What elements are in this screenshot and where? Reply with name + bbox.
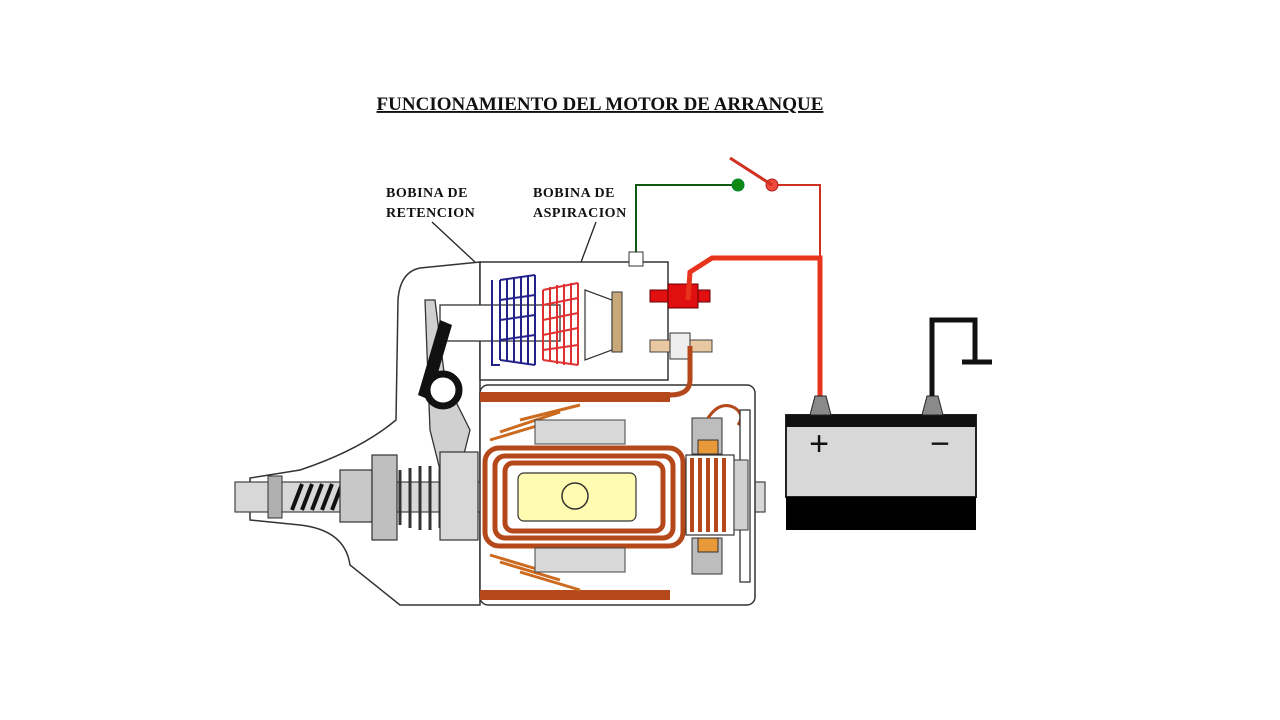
pull-in-coil-label: BOBINA DE ASPIRACION <box>533 186 627 221</box>
battery-base <box>786 497 976 530</box>
clutch-collar <box>439 451 479 541</box>
holding-coil <box>491 274 536 366</box>
end-bearing <box>733 459 749 531</box>
pull-in-coil-label-line2: ASPIRACION <box>533 206 627 221</box>
ignition-switch-blade[interactable] <box>729 156 773 187</box>
battery-body <box>785 414 977 498</box>
holding-coil-label: BOBINA DE RETENCION <box>386 186 475 221</box>
pole-shoe-bottom <box>534 547 626 573</box>
battery-cable <box>685 255 823 400</box>
brush-bottom <box>697 537 719 553</box>
commutator-bars <box>690 458 726 532</box>
battery-negative-sign: − <box>930 425 950 463</box>
field-winding <box>482 445 686 549</box>
battery-top-band <box>786 415 976 427</box>
solenoid-contact-cone <box>584 289 613 361</box>
battery-terminal <box>649 283 711 309</box>
pull-in-coil-label-line1: BOBINA DE <box>533 186 615 201</box>
drive-end-housing <box>249 261 481 606</box>
battery: + − <box>785 395 977 530</box>
solenoid-contact-disc <box>611 291 623 353</box>
motor-terminal <box>649 332 713 360</box>
ground-wire <box>929 317 992 396</box>
switch-feed-wire <box>778 184 821 262</box>
switch-control-wire <box>635 184 738 262</box>
battery-positive-sign: + <box>809 425 829 463</box>
switch-contact-green <box>731 178 745 192</box>
field-leads <box>489 403 581 592</box>
motor-yoke-top <box>480 392 670 402</box>
lever-pivot <box>423 370 463 410</box>
motor-lead <box>658 346 693 403</box>
holding-coil-label-line2: RETENCION <box>386 206 475 221</box>
battery-negative-post <box>921 395 944 416</box>
solenoid-s-terminal <box>628 251 644 267</box>
holding-coil-label-line1: BOBINA DE <box>386 186 468 201</box>
helical-splines <box>290 483 344 511</box>
shaft-end-collar <box>267 475 283 519</box>
pole-shoe-top <box>534 419 626 445</box>
motor-yoke-bottom <box>480 590 670 600</box>
armature-shaft <box>561 482 589 510</box>
pull-in-coil <box>542 282 579 366</box>
overrunning-clutch <box>371 454 398 541</box>
battery-positive-post <box>809 395 832 416</box>
brush-top <box>697 439 719 455</box>
diagram-title: FUNCIONAMIENTO DEL MOTOR DE ARRANQUE <box>377 94 824 115</box>
pinion-gear <box>339 469 373 523</box>
